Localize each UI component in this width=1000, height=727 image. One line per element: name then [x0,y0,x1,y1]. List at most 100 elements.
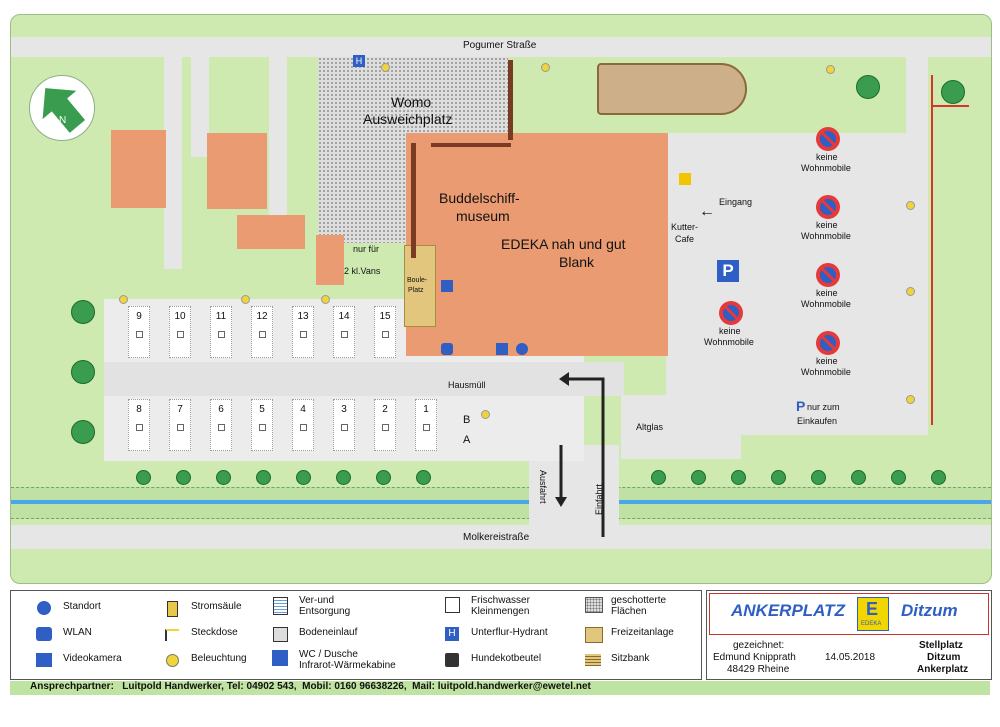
sitzbank-icon [583,653,601,669]
p-letter: P [796,398,806,414]
legend-label: Steckdose [191,627,238,638]
ausfahrt-label: Ausfahrt [538,470,548,504]
legend-label: Flächen [611,606,647,617]
tree [216,470,231,485]
building-w2 [207,133,267,209]
boule-platz [404,245,436,327]
lamp-icon [381,63,390,72]
road-north [11,37,991,57]
legend-label: Standort [63,601,101,612]
tree [136,470,151,485]
tree [71,420,95,444]
tree [71,360,95,384]
spot-number: 13 [297,311,309,322]
vans-label-1: nur für [353,244,380,254]
street-molkerei: Molkereistraße [463,532,530,543]
wall-b [508,60,513,140]
entrance-arrow-icon [555,372,605,537]
wall-a [411,143,416,258]
edeka-building [406,133,668,356]
contact-bar: Ansprechpartner: Luitpold Handwerker, Te… [10,681,990,695]
legend-label: WC / Dusche [299,649,358,660]
legend-label: Hundekotbeutel [471,653,542,664]
tree [651,470,666,485]
east-edge [906,55,928,435]
map-title-3: Ankerplatz [917,664,969,675]
spot-number: 15 [379,311,391,322]
tree [71,300,95,324]
tree [941,80,965,104]
ver-entsorgung-icon [271,595,289,615]
no-camper-label: Wohnmobile [801,231,851,241]
lamp-icon [119,295,128,304]
lamp-icon [541,63,550,72]
kutter-label-2: Cafe [675,234,695,244]
legend: Standort WLAN Videokamera Stromsäule Ste… [10,590,702,680]
altglas-label: Altglas [636,422,664,432]
wc-icon [271,649,289,666]
map-title-1: Stellplatz [919,640,963,651]
legend-label: Bodeneinlauf [299,627,358,638]
tree [891,470,906,485]
legend-label: Stromsäule [191,601,242,612]
spot-number: 8 [136,404,142,415]
videokamera-icon [35,653,53,669]
camper-spot: 7 [169,399,191,451]
no-parking-sign-icon [816,195,840,219]
spot-number: 1 [423,404,429,415]
legend-label: WLAN [63,627,92,638]
street-pogumer: Pogumer Straße [463,40,537,51]
standort-icon [35,601,53,617]
no-parking-sign-icon [816,263,840,287]
wall-c [431,143,511,147]
no-camper-label: keine [816,356,838,366]
east-parking [666,133,924,435]
legend-label: Kleinmengen [471,606,530,617]
logo-row [709,593,989,635]
stromsaeule-icon [163,601,181,617]
p-nur-label: nur zum [807,402,840,412]
no-camper-label: keine [816,288,838,298]
spot-number: 6 [218,404,224,415]
camper-spot: 14 [333,306,355,358]
no-camper-label: Wohnmobile [801,367,851,377]
legend-label: Videokamera [63,653,122,664]
west-lane-3 [269,57,287,217]
no-parking-sign-icon [816,331,840,355]
einfahrt-label: Einfahrt [594,483,604,515]
no-camper-label: keine [816,220,838,230]
camper-spot: 4 [292,399,314,451]
eingang-arrow-icon: ← [699,203,715,220]
legend-label: Ver-und [299,595,335,606]
wc-icon [496,343,508,355]
legend-label: Beleuchtung [191,653,247,664]
hydrant-icon: H [353,55,365,67]
tree [256,470,271,485]
hundekot-icon [443,653,461,669]
legend-label: Unterflur-Hydrant [471,627,548,638]
tree [811,470,826,485]
camper-spot: 1 [415,399,437,451]
museum-label-2: museum [456,208,510,224]
edeka-label-2: Blank [559,254,595,270]
legend-label: Freizeitanlage [611,627,674,638]
p-einkaufen-label: Einkaufen [797,416,838,426]
tree [931,470,946,485]
tree [771,470,786,485]
credit-city: 48429 Rheine [727,664,790,675]
frischwasser-icon [443,595,461,613]
road-south [11,525,991,549]
spot-number: 2 [382,404,388,415]
boule-label-1: Boule- [407,277,428,284]
legend-label: Entsorgung [299,606,351,617]
spot-number: 11 [215,311,227,322]
spot-number: 5 [259,404,265,415]
camper-spot: 11 [210,306,232,358]
title-block: ANKERPLATZ E EDEKA Ditzum gezeichnet: Ed… [706,590,992,680]
boule-label-2: Platz [408,287,424,294]
east-parking-lower [621,395,741,459]
wlan-icon [35,627,53,643]
legend-label: geschotterte [611,595,667,606]
no-camper-label: keine [719,326,741,336]
edeka-logo-letter: E [866,599,879,619]
